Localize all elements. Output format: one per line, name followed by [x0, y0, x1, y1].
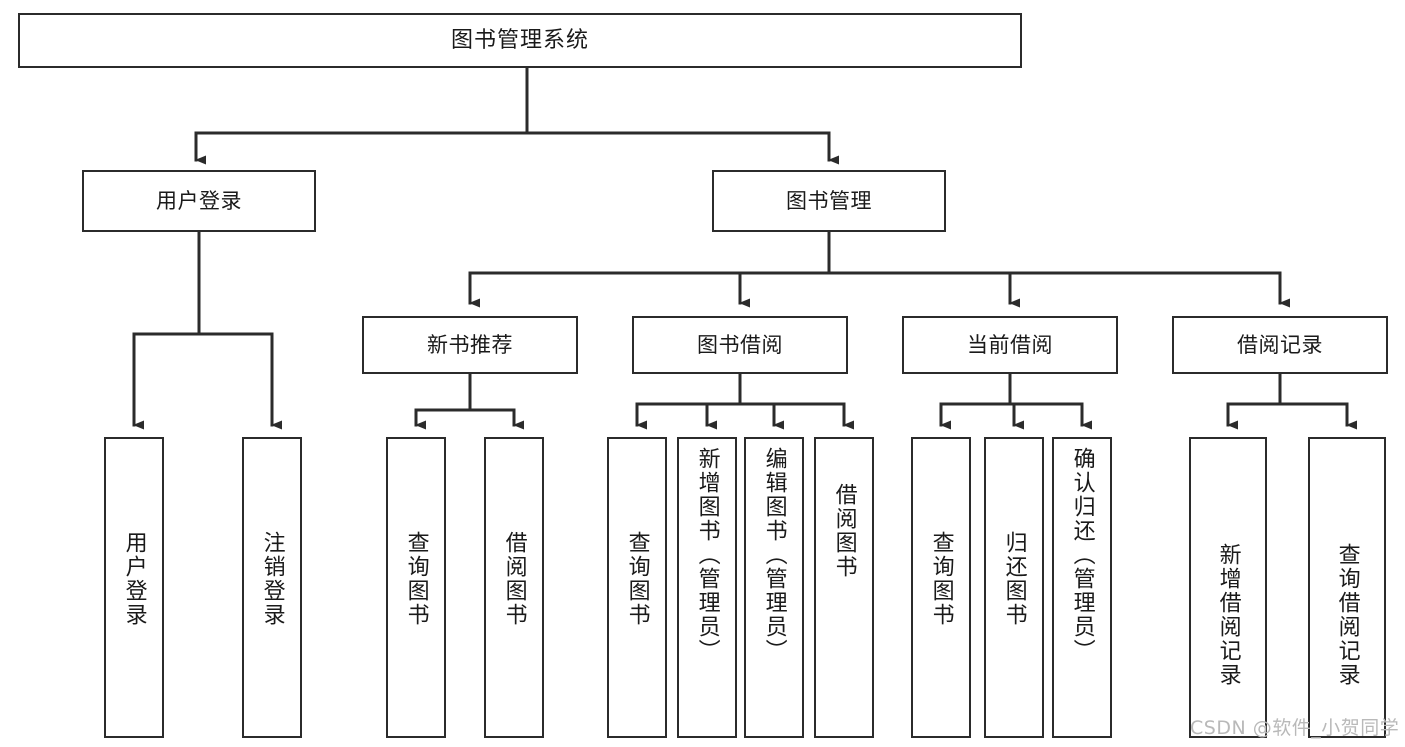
- leaf-edit-book-label: 编辑图书（管理员）: [761, 447, 787, 663]
- node-current-borrow-label: 当前借阅: [967, 332, 1053, 357]
- node-user-login[interactable]: 用户登录: [82, 170, 316, 232]
- leaf-query-book-1-label: 查询图书: [403, 531, 429, 627]
- leaf-query-book-3[interactable]: 查询图书: [911, 437, 971, 738]
- leaf-borrow-book-2[interactable]: 借阅图书: [814, 437, 874, 738]
- node-user-login-label: 用户登录: [156, 188, 242, 213]
- leaf-confirm-return-label: 确认归还（管理员）: [1069, 447, 1095, 663]
- leaf-borrow-book-1[interactable]: 借阅图书: [484, 437, 544, 738]
- leaf-return-book[interactable]: 归还图书: [984, 437, 1044, 738]
- node-borrow-record[interactable]: 借阅记录: [1172, 316, 1388, 374]
- node-new-book-recommend[interactable]: 新书推荐: [362, 316, 578, 374]
- leaf-query-book-3-label: 查询图书: [928, 531, 954, 627]
- node-book-manage[interactable]: 图书管理: [712, 170, 946, 232]
- node-root-label: 图书管理系统: [450, 27, 589, 53]
- leaf-add-borrow-record[interactable]: 新增借阅记录: [1189, 437, 1267, 738]
- node-book-borrow[interactable]: 图书借阅: [632, 316, 848, 374]
- leaf-edit-book[interactable]: 编辑图书（管理员）: [744, 437, 804, 738]
- node-new-book-recommend-label: 新书推荐: [427, 332, 513, 357]
- leaf-query-borrow-record-label: 查询借阅记录: [1334, 543, 1360, 687]
- node-root[interactable]: 图书管理系统: [18, 13, 1022, 68]
- leaf-add-borrow-record-label: 新增借阅记录: [1215, 543, 1241, 687]
- leaf-query-book-2[interactable]: 查询图书: [607, 437, 667, 738]
- leaf-add-book-label: 新增图书（管理员）: [694, 447, 720, 663]
- leaf-query-borrow-record[interactable]: 查询借阅记录: [1308, 437, 1386, 738]
- leaf-user-logout[interactable]: 注销登录: [242, 437, 302, 738]
- leaf-query-book-1[interactable]: 查询图书: [386, 437, 446, 738]
- leaf-user-logout-label: 注销登录: [259, 531, 285, 627]
- leaf-return-book-label: 归还图书: [1001, 531, 1027, 627]
- leaf-borrow-book-1-label: 借阅图书: [501, 531, 527, 627]
- leaf-user-login[interactable]: 用户登录: [104, 437, 164, 738]
- node-book-manage-label: 图书管理: [786, 188, 872, 213]
- leaf-query-book-2-label: 查询图书: [624, 531, 650, 627]
- leaf-add-book[interactable]: 新增图书（管理员）: [677, 437, 737, 738]
- node-book-borrow-label: 图书借阅: [697, 332, 783, 357]
- leaf-user-login-label: 用户登录: [121, 531, 147, 627]
- node-current-borrow[interactable]: 当前借阅: [902, 316, 1118, 374]
- leaf-borrow-book-2-label: 借阅图书: [831, 483, 857, 579]
- watermark: CSDN @软件_小贺同学: [1190, 717, 1400, 739]
- leaf-confirm-return[interactable]: 确认归还（管理员）: [1052, 437, 1112, 738]
- node-borrow-record-label: 借阅记录: [1237, 332, 1323, 357]
